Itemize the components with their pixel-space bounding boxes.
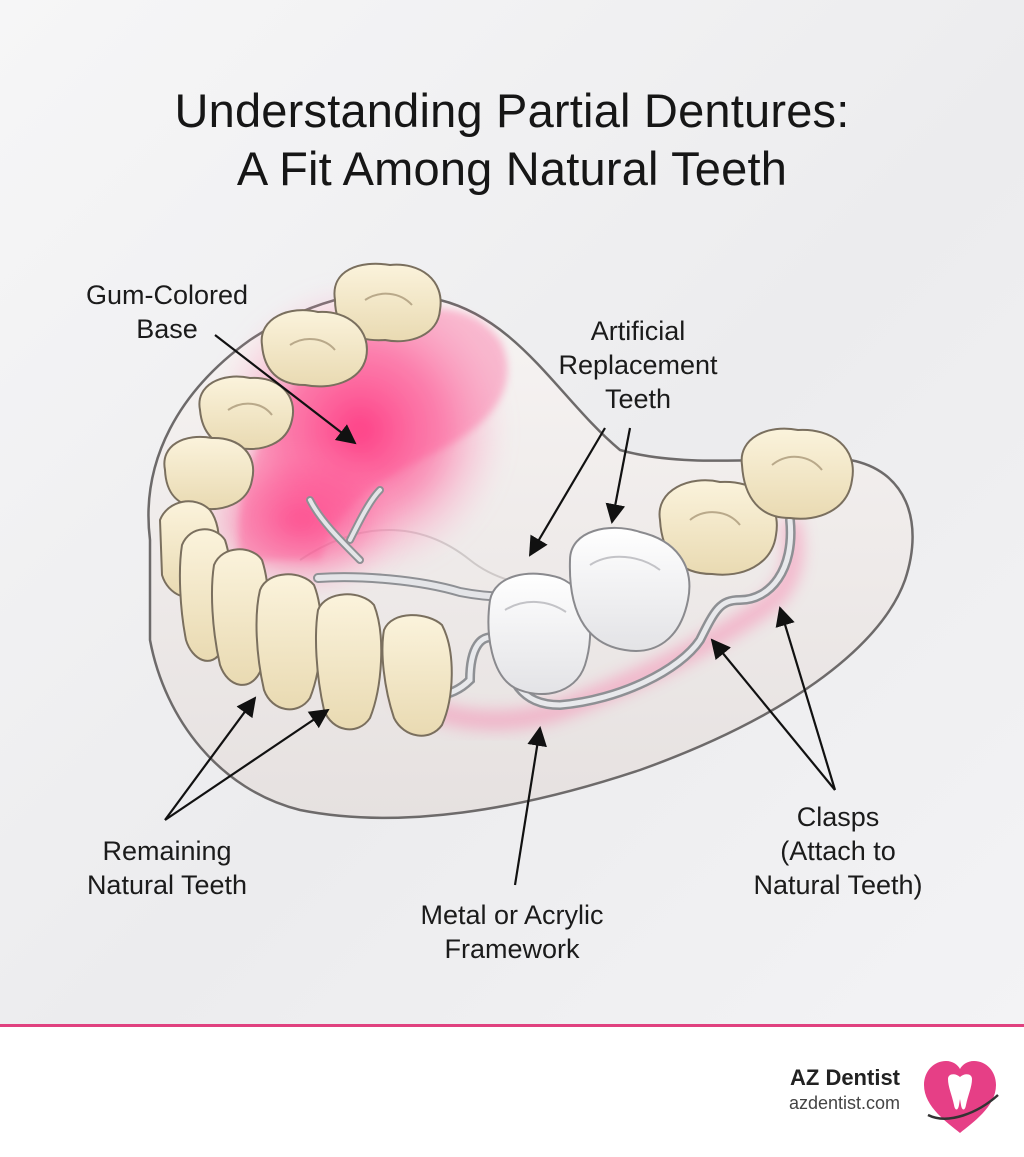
label-gum-colored-base: Gum-Colored Base xyxy=(85,280,249,344)
label-clasps: Clasps (Attach to Natural Teeth) xyxy=(753,802,923,900)
label-remaining-natural-teeth: Remaining Natural Teeth xyxy=(86,836,248,900)
arrow-framework xyxy=(513,726,547,886)
brand-url[interactable]: azdentist.com xyxy=(788,1093,900,1113)
page-title: Understanding Partial Dentures: A Fit Am… xyxy=(0,82,1024,198)
label-metal-framework: Metal or Acrylic Framework xyxy=(420,900,604,964)
title-line-2: A Fit Among Natural Teeth xyxy=(236,142,788,195)
arrow-clasps-1 xyxy=(710,638,836,791)
arrow-clasps-2 xyxy=(775,606,837,791)
arrow-gum-base xyxy=(214,334,357,445)
natural-teeth-right xyxy=(658,427,854,576)
artificial-replacement-teeth xyxy=(487,526,691,695)
diagram-stage: Understanding Partial Dentures: A Fit Am… xyxy=(0,0,1024,1024)
arrow-artificial-2 xyxy=(605,427,632,524)
label-arrows xyxy=(164,334,837,886)
arrow-natural-1 xyxy=(164,696,257,821)
denture-illustration xyxy=(147,262,914,886)
natural-teeth-front xyxy=(178,528,453,737)
brand-name: AZ Dentist xyxy=(790,1065,900,1090)
title-line-1: Understanding Partial Dentures: xyxy=(174,84,850,137)
heart-tooth-logo-icon xyxy=(924,1061,999,1133)
footer: AZ Dentist azdentist.com xyxy=(0,1024,1024,1157)
arrow-natural-2 xyxy=(164,708,330,821)
arrow-artificial-1 xyxy=(528,427,606,557)
label-artificial-replacement-teeth: Artificial Replacement Teeth xyxy=(558,316,718,414)
